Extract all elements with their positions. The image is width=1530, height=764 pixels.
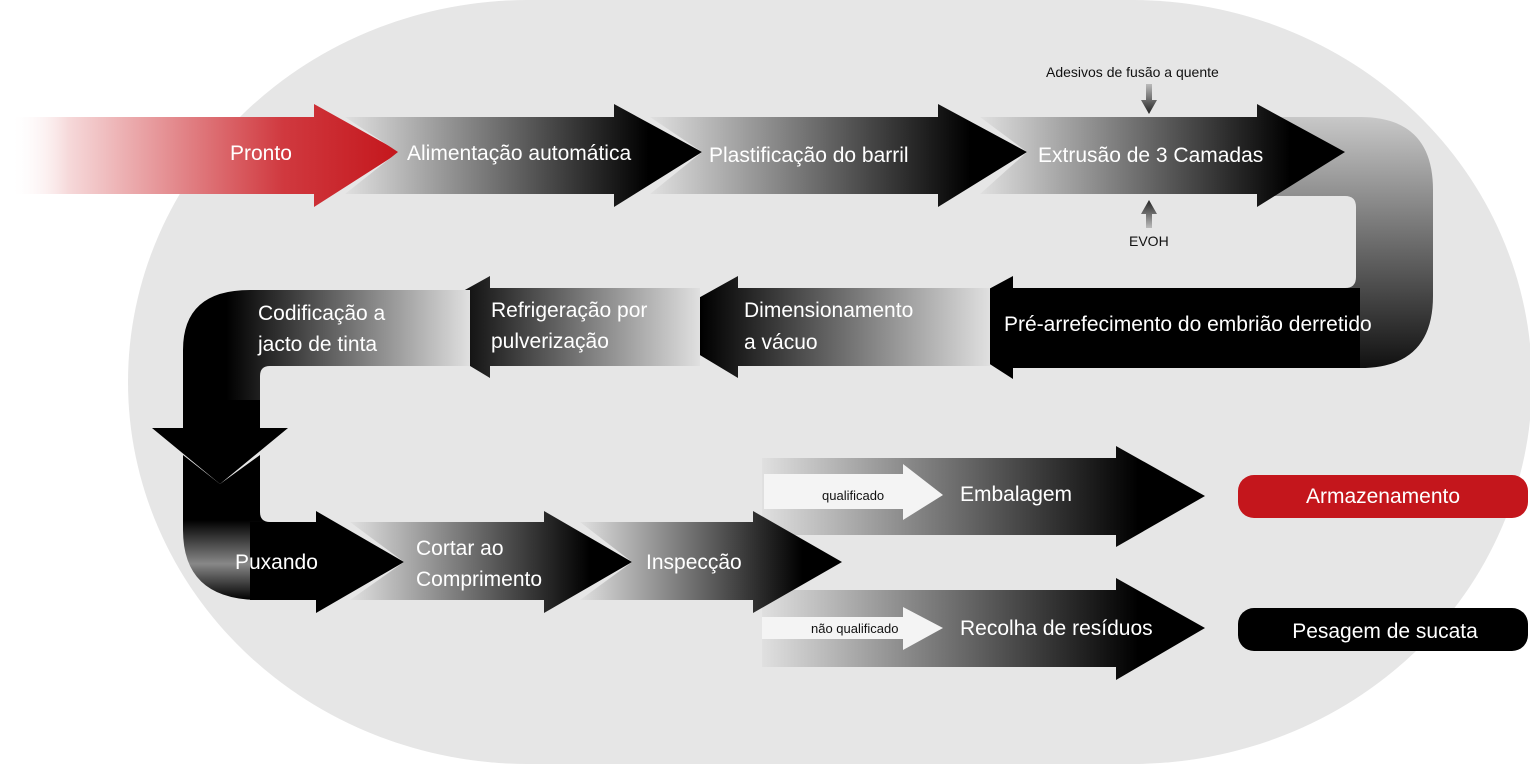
step-codificacao-label-1: Codificação a — [258, 302, 386, 325]
step-alimentacao-label: Alimentação automática — [407, 142, 631, 165]
input-top-label: Adesivos de fusão a quente — [1046, 64, 1219, 80]
step-codificacao-label-2: jacto de tinta — [257, 333, 377, 356]
step-cortar-label-2: Comprimento — [416, 568, 542, 591]
step-recolha-label: Recolha de resíduos — [960, 617, 1153, 640]
outcome-storage-pill — [1238, 475, 1528, 518]
arrow-puxando — [250, 511, 404, 613]
step-refrigeracao-label-2: pulverização — [491, 330, 609, 353]
branch-qualified-label: qualificado — [822, 488, 884, 503]
input-arrow-down-icon — [1141, 84, 1157, 114]
outcome-scrap-pill — [1238, 608, 1528, 651]
step-puxando-label: Puxando — [235, 551, 318, 574]
step-pronto-label: Pronto — [230, 142, 292, 165]
arrow-inspeccao — [580, 511, 842, 613]
step-cortar-label-1: Cortar ao — [416, 537, 504, 560]
arrow-pronto — [10, 104, 400, 207]
step-extrusao-label: Extrusão de 3 Camadas — [1038, 144, 1263, 167]
arrow-plastificacao — [650, 104, 1027, 207]
arrow-cortar — [350, 511, 632, 613]
arrow-dimensionamento — [650, 276, 990, 378]
arrow-down-codificacao — [152, 400, 288, 484]
arrow-alimentacao — [345, 104, 702, 207]
branch-arrow-unqualified — [762, 607, 943, 650]
input-bottom-label: EVOH — [1129, 233, 1169, 249]
outcome-storage-label: Armazenamento — [1306, 485, 1460, 508]
step-plastificacao-label: Plastificação do barril — [709, 144, 909, 167]
arrow-embalagem — [762, 446, 1205, 547]
outcome-scrap-label: Pesagem de sucata — [1292, 620, 1478, 643]
arrow-recolha — [762, 578, 1205, 680]
step-inspeccao-label: Inspecção — [646, 551, 742, 574]
bend-left — [183, 290, 470, 430]
step-pre-arrefecimento-label: Pré-arrefecimento do embrião derretido — [1004, 313, 1372, 336]
arrow-pre-arrefecimento — [926, 276, 1360, 379]
step-refrigeracao-label-1: Refrigeração por — [491, 299, 647, 322]
step-dimensionamento-label-1: Dimensionamento — [744, 299, 913, 322]
input-arrow-up-icon — [1141, 200, 1157, 228]
arrow-extrusao — [980, 104, 1345, 207]
step-embalagem-label: Embalagem — [960, 483, 1072, 506]
branch-arrow-qualified — [764, 464, 943, 520]
arrow-refrigeracao — [402, 276, 700, 378]
branch-unqualified-label: não qualificado — [811, 621, 898, 636]
step-dimensionamento-label-2: a vácuo — [744, 331, 818, 354]
